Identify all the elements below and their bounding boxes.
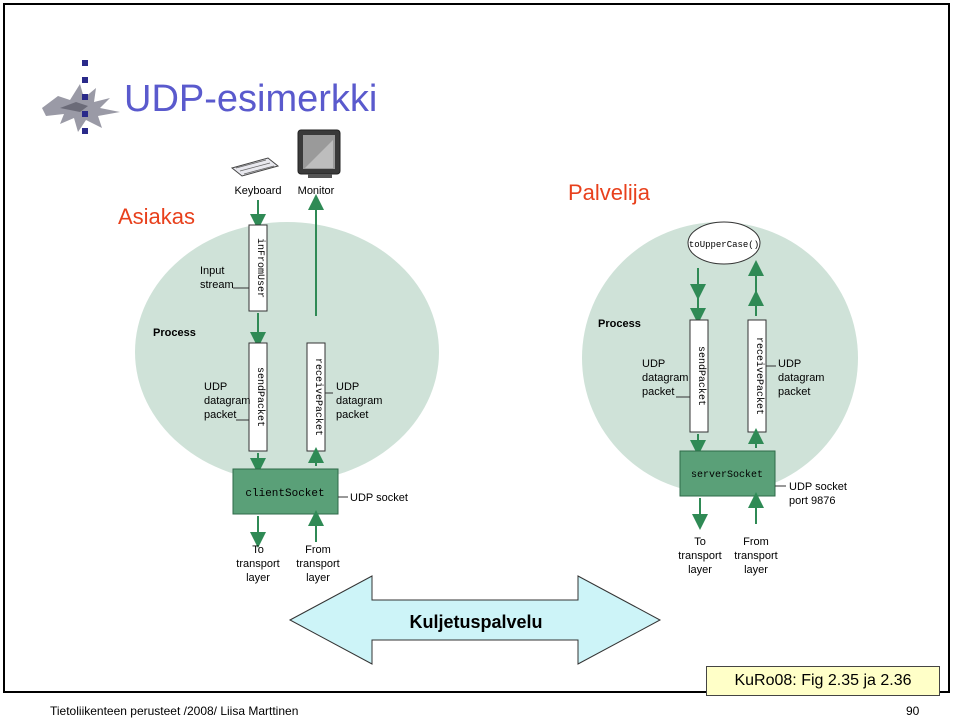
- client-udp-left-1: UDP: [204, 381, 227, 393]
- keyboard-label: Keyboard: [234, 185, 281, 197]
- client-process-label: Process: [153, 327, 196, 339]
- transport-double-arrow: [288, 575, 662, 665]
- touppercase-text: toUpperCase(): [689, 240, 759, 250]
- client-receivepacket-text: receivePacket: [312, 358, 324, 436]
- server-sendpacket-box: [689, 319, 709, 433]
- slide-title: UDP-esimerkki: [124, 78, 378, 120]
- server-udp-left-1: UDP: [642, 358, 665, 370]
- server-from-3: layer: [744, 564, 768, 576]
- server-socket-text: serverSocket: [691, 469, 763, 481]
- server-udp-right-1: UDP: [778, 358, 801, 370]
- keyboard-icon: [230, 157, 280, 177]
- server-udp-left-3: packet: [642, 386, 674, 398]
- server-receivepacket-text: receivePacket: [753, 337, 765, 415]
- server-udp-left-2: datagram: [642, 372, 688, 384]
- server-process-ellipse: [582, 222, 858, 494]
- client-udp-right-1: UDP: [336, 381, 359, 393]
- client-to-1: To: [252, 544, 264, 556]
- server-socket-label-2: port 9876: [789, 495, 835, 507]
- server-udp-right-3: packet: [778, 386, 810, 398]
- server-process-label: Process: [598, 318, 641, 330]
- bird-logo-icon: [42, 84, 120, 132]
- server-from-2: transport: [734, 550, 777, 562]
- server-to-2: transport: [678, 550, 721, 562]
- server-socket-box: [679, 450, 776, 497]
- client-sendpacket-box: [248, 342, 268, 452]
- input-stream-label-1: Input: [200, 265, 224, 277]
- server-udp-right-2: datagram: [778, 372, 824, 384]
- server-to-1: To: [694, 536, 706, 548]
- touppercase-oval: [687, 221, 761, 265]
- title-bullets: [82, 60, 88, 145]
- server-socket-label-1: UDP socket: [789, 481, 847, 493]
- client-socket-text: clientSocket: [245, 488, 324, 500]
- infromuser-box: [248, 224, 268, 312]
- client-socket-label: UDP socket: [350, 492, 408, 504]
- server-label: Palvelija: [568, 180, 650, 205]
- server-to-3: layer: [688, 564, 712, 576]
- monitor-icon: [297, 129, 341, 178]
- client-udp-left-2: datagram: [204, 395, 250, 407]
- client-sendpacket-text: sendPacket: [254, 367, 266, 427]
- client-from-2: transport: [296, 558, 339, 570]
- slide-frame: [3, 3, 950, 693]
- transport-label: Kuljetuspalvelu: [409, 612, 542, 632]
- client-socket-box: [232, 468, 339, 515]
- server-sendpacket-text: sendPacket: [695, 346, 707, 406]
- footer-author: Tietoliikenteen perusteet /2008/ Liisa M…: [50, 704, 299, 718]
- client-udp-right-3: packet: [336, 409, 368, 421]
- client-from-1: From: [305, 544, 331, 556]
- input-stream-label-2: stream: [200, 279, 234, 291]
- infromuser-text: inFromUser: [254, 238, 266, 298]
- reference-box: KuRo08: Fig 2.35 ja 2.36: [706, 666, 940, 696]
- page-number: 90: [906, 704, 920, 718]
- client-process-ellipse: [135, 222, 439, 482]
- client-to-3: layer: [246, 572, 270, 584]
- client-from-3: layer: [306, 572, 330, 584]
- client-label: Asiakas: [118, 204, 196, 229]
- client-to-2: transport: [236, 558, 279, 570]
- server-from-1: From: [743, 536, 769, 548]
- monitor-label: Monitor: [298, 185, 335, 197]
- client-udp-left-3: packet: [204, 409, 236, 421]
- client-udp-right-2: datagram: [336, 395, 382, 407]
